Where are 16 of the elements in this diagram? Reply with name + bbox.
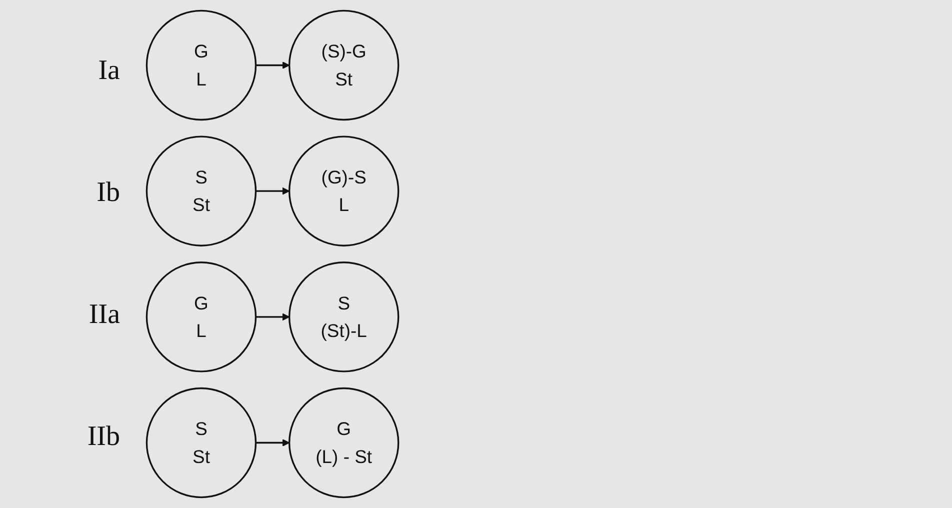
panel-label: IIb (87, 421, 120, 453)
node-circle: S St (146, 136, 257, 246)
arrow (256, 439, 290, 446)
node-circle: S St (146, 387, 257, 498)
node-circle: S (St)-L (288, 262, 400, 372)
node-circle: G L (146, 10, 257, 121)
arrow (256, 313, 290, 321)
arrow (256, 62, 290, 69)
node-circle: (G)-S L (288, 136, 400, 246)
panel-label: Ia (98, 55, 120, 87)
node-circle: (S)-G St (288, 10, 400, 121)
panel-label: Ib (96, 177, 120, 209)
panel-label: IIa (88, 299, 120, 331)
node-circle: G L (146, 262, 257, 372)
arrow (256, 187, 290, 195)
node-circle: G (L) - St (288, 387, 400, 498)
